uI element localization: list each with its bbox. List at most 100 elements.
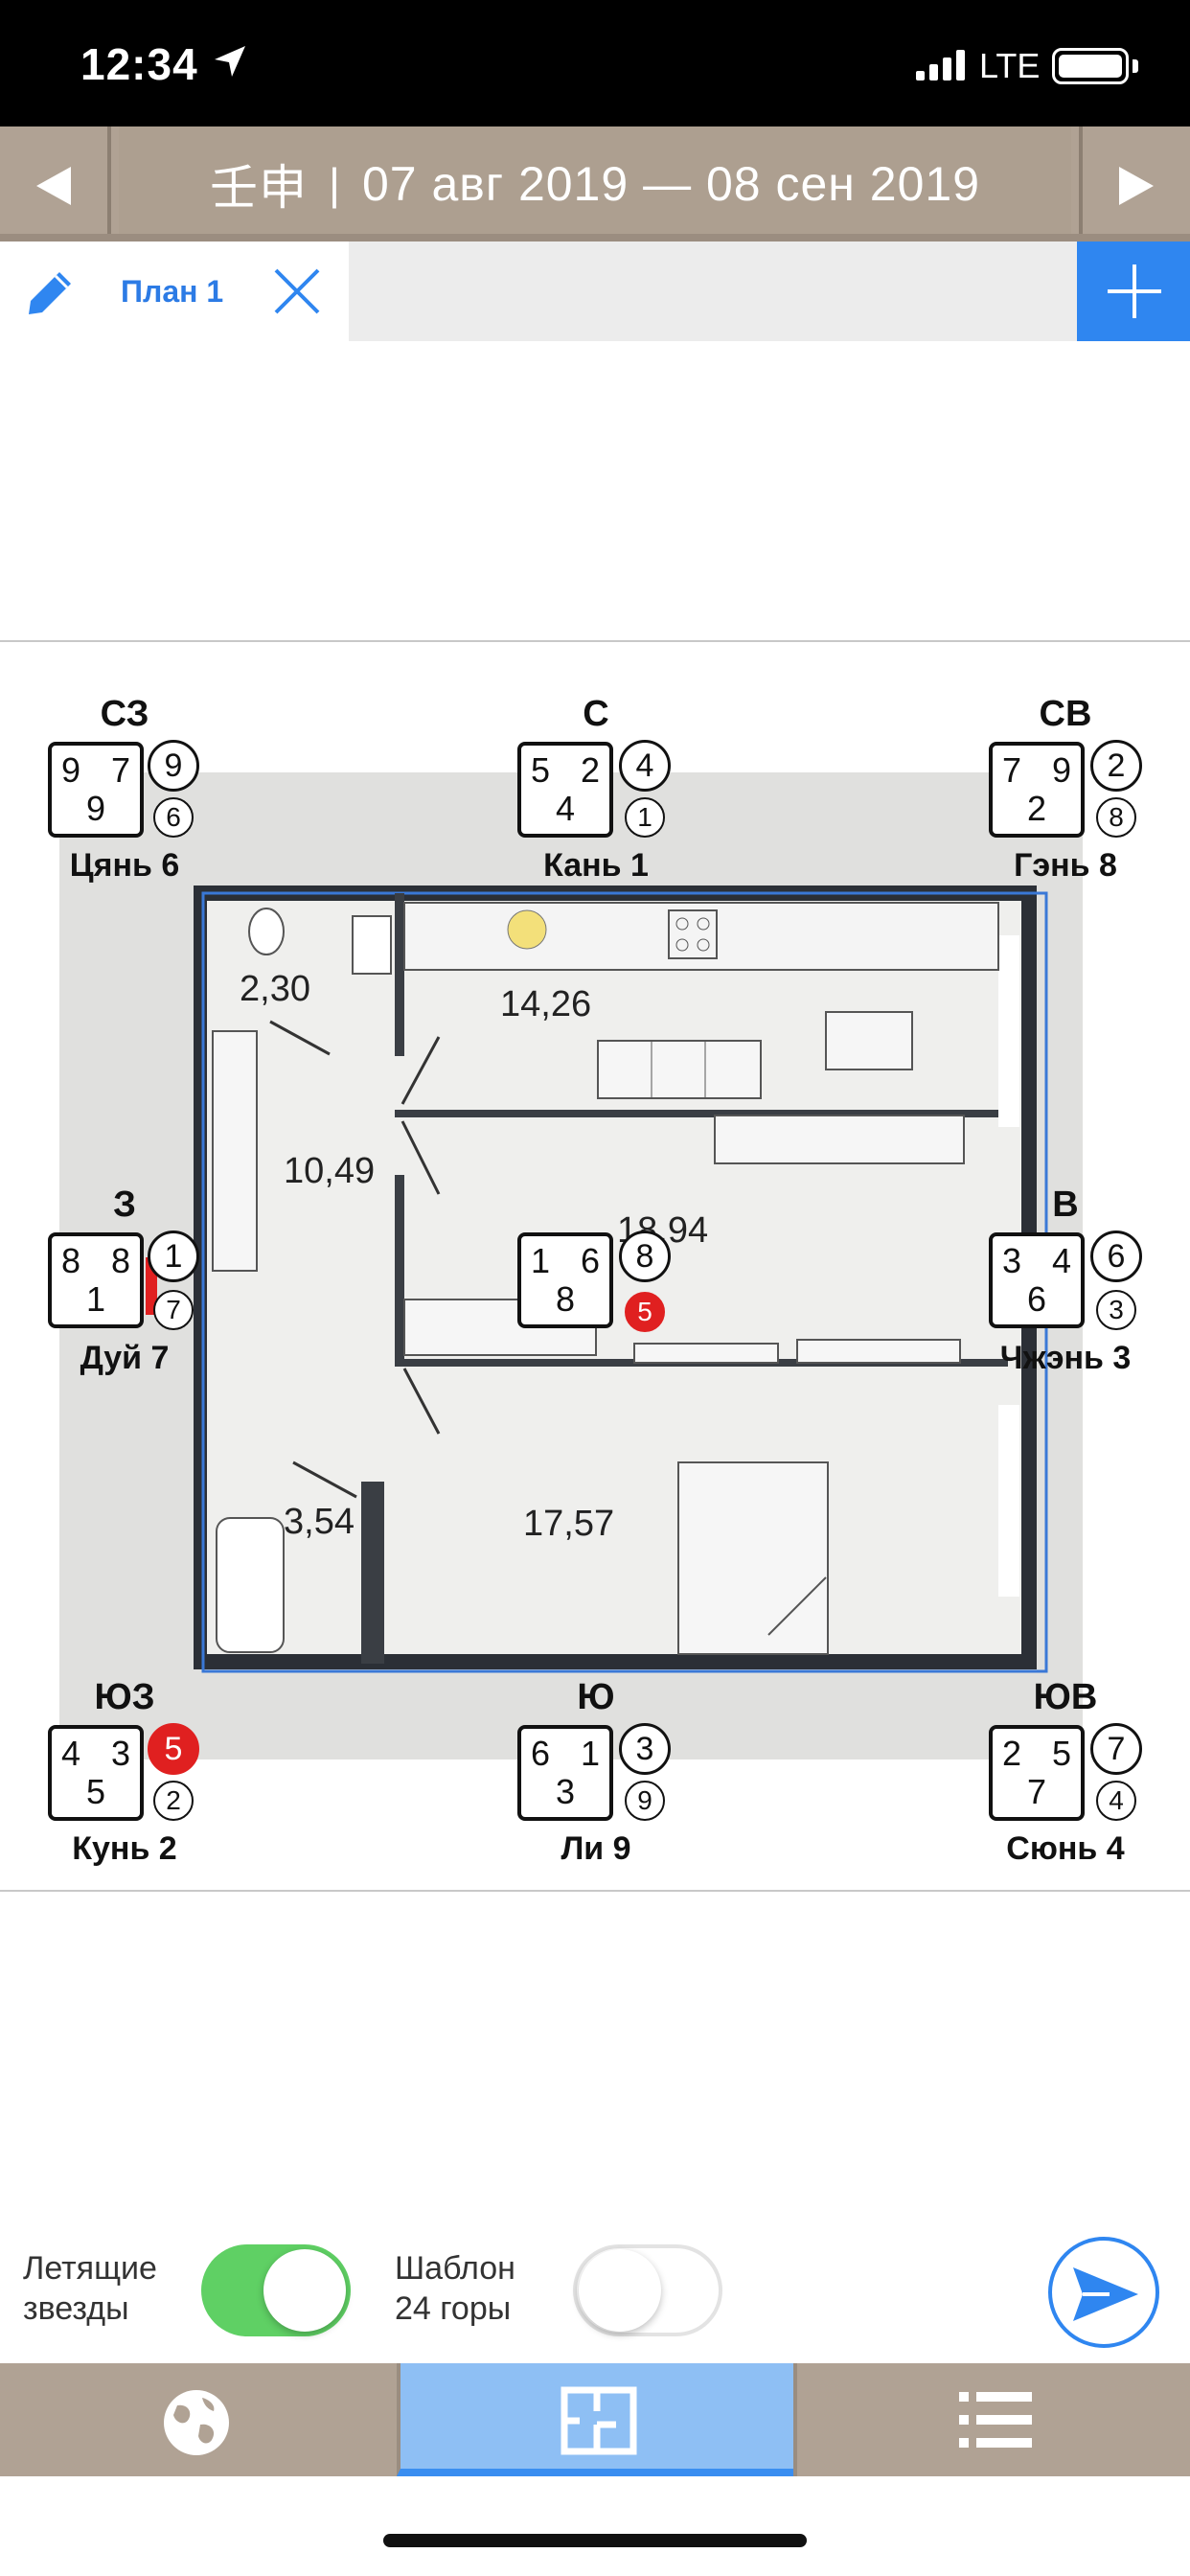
template-24-toggle[interactable] — [573, 2244, 722, 2336]
year-star-s: 3 — [619, 1723, 671, 1775]
water-star-ne: 9 — [1051, 750, 1071, 790]
star-chart-s[interactable]: 6 1 3 — [517, 1725, 613, 1821]
area-label-hall: 10,49 — [284, 1151, 375, 1191]
water-star-se: 5 — [1051, 1734, 1071, 1773]
flying-stars-label-line1: Летящие — [23, 2250, 157, 2287]
nav-floor-plan[interactable] — [397, 2363, 793, 2476]
flying-stars-toggle[interactable] — [201, 2244, 351, 2336]
month-star-ne: 8 — [1096, 797, 1136, 838]
battery-icon — [1052, 48, 1129, 84]
water-star-n: 2 — [580, 750, 600, 790]
year-star-nw: 9 — [148, 740, 199, 792]
plan-tab-row: План 1 — [0, 242, 1190, 341]
direction-sw: ЮЗ — [94, 1677, 155, 1717]
floor-plan-icon — [561, 2386, 637, 2455]
area-label-kitchen: 14,26 — [500, 984, 591, 1024]
area-label-bedroom: 17,57 — [523, 1504, 614, 1544]
mountain-star-n: 5 — [531, 750, 551, 790]
water-star-center: 6 — [580, 1241, 600, 1280]
send-icon — [1073, 2267, 1138, 2321]
nav-list[interactable] — [793, 2363, 1190, 2476]
battery-cap — [1133, 59, 1138, 73]
month-star-e: 3 — [1096, 1290, 1136, 1330]
palace-e: Чжэнь 3 — [999, 1340, 1132, 1376]
status-bar: 12:34 LTE — [0, 0, 1190, 126]
plan-top-divider — [0, 640, 1190, 642]
base-star-n: 4 — [555, 789, 576, 828]
month-star-se: 4 — [1096, 1781, 1136, 1821]
period-divider: | — [328, 159, 341, 209]
palace-s: Ли 9 — [561, 1830, 631, 1867]
list-icon — [959, 2392, 1032, 2448]
status-carrier: LTE — [979, 46, 1041, 85]
globe-icon — [164, 2390, 229, 2455]
base-star-w: 1 — [85, 1279, 106, 1319]
send-button[interactable] — [1048, 2237, 1159, 2348]
pencil-icon[interactable] — [25, 268, 75, 318]
mountain-star-center: 1 — [531, 1241, 551, 1280]
plan-bottom-divider — [0, 1890, 1190, 1892]
year-star-e: 6 — [1090, 1230, 1142, 1282]
mountain-star-s: 6 — [531, 1734, 551, 1773]
water-star-s: 1 — [580, 1734, 600, 1773]
signal-icon — [916, 50, 965, 80]
month-star-n: 1 — [625, 797, 665, 838]
arrow-left-icon — [36, 167, 71, 205]
year-star-center: 8 — [619, 1230, 671, 1282]
period-range: 07 авг 2019 — 08 сен 2019 — [361, 157, 981, 211]
arrow-right-icon — [1119, 167, 1154, 205]
bottom-nav — [0, 2363, 1190, 2476]
base-star-ne: 2 — [1026, 789, 1047, 828]
period-bar: 壬申 | 07 авг 2019 — 08 сен 2019 — [0, 126, 1190, 242]
water-star-e: 4 — [1051, 1241, 1071, 1280]
star-chart-n[interactable]: 5 2 4 — [517, 742, 613, 838]
star-chart-nw[interactable]: 9 7 9 — [48, 742, 144, 838]
year-star-se: 7 — [1090, 1723, 1142, 1775]
home-indicator[interactable] — [383, 2534, 807, 2547]
toggle-knob — [579, 2249, 661, 2332]
base-star-nw: 9 — [85, 789, 106, 828]
palace-ne: Гэнь 8 — [1014, 847, 1117, 884]
star-chart-e[interactable]: 3 4 6 — [989, 1232, 1085, 1328]
direction-se: ЮВ — [1033, 1677, 1098, 1717]
water-star-nw: 7 — [110, 750, 130, 790]
flying-stars-label: Летящие звезды — [23, 2248, 157, 2329]
plus-icon — [1108, 264, 1161, 318]
mountain-star-se: 2 — [1002, 1734, 1022, 1773]
mountain-star-nw: 9 — [61, 750, 81, 790]
tab-plan-1[interactable]: План 1 — [0, 242, 349, 341]
tab-bar-filler — [349, 242, 1077, 341]
month-star-s: 9 — [625, 1781, 665, 1821]
year-star-w: 1 — [148, 1230, 199, 1282]
mountain-star-w: 8 — [61, 1241, 81, 1280]
base-star-se: 7 — [1026, 1772, 1047, 1811]
year-star-sw: 5 — [148, 1723, 199, 1775]
close-icon[interactable] — [272, 266, 322, 316]
flying-stars-label-line2: звезды — [23, 2290, 129, 2327]
template-24-label-line1: Шаблон — [395, 2250, 515, 2287]
star-chart-center[interactable]: 1 6 8 — [517, 1232, 613, 1328]
period-ganzhi: 壬申 — [209, 161, 308, 215]
star-chart-w[interactable]: 8 8 1 — [48, 1232, 144, 1328]
next-period-button[interactable] — [1079, 126, 1190, 242]
star-chart-ne[interactable]: 7 9 2 — [989, 742, 1085, 838]
direction-n: С — [583, 694, 609, 734]
status-time: 12:34 — [80, 39, 198, 89]
year-star-n: 4 — [619, 740, 671, 792]
direction-ne: СВ — [1039, 694, 1092, 734]
palace-sw: Кунь 2 — [72, 1830, 177, 1867]
nav-globe[interactable] — [0, 2363, 397, 2476]
star-chart-sw[interactable]: 4 3 5 — [48, 1725, 144, 1821]
base-star-center: 8 — [555, 1279, 576, 1319]
area-label-bath: 2,30 — [240, 969, 310, 1009]
month-star-sw: 2 — [153, 1781, 194, 1821]
mountain-star-sw: 4 — [61, 1734, 81, 1773]
base-star-e: 6 — [1026, 1279, 1047, 1319]
palace-n: Кань 1 — [543, 847, 649, 884]
prev-period-button[interactable] — [0, 126, 111, 242]
template-24-label: Шаблон 24 горы — [395, 2248, 515, 2329]
star-chart-se[interactable]: 2 5 7 — [989, 1725, 1085, 1821]
add-plan-button[interactable] — [1077, 242, 1190, 341]
period-label: 壬申 | 07 авг 2019 — 08 сен 2019 — [119, 126, 1071, 242]
year-star-ne: 2 — [1090, 740, 1142, 792]
